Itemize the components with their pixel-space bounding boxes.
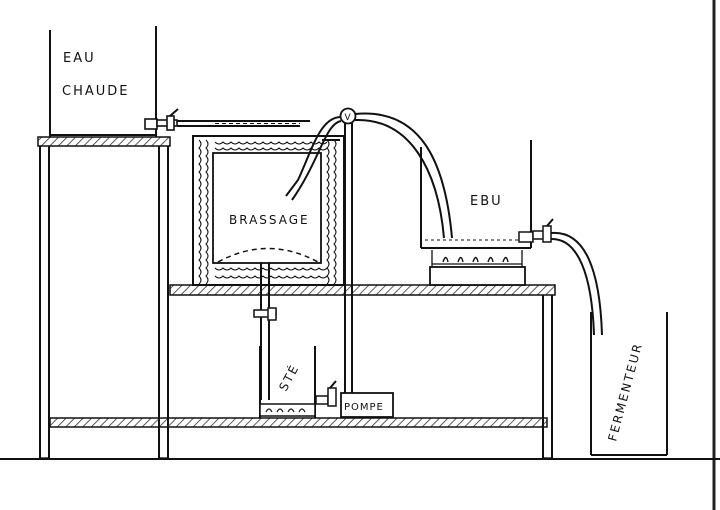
burner [429, 250, 526, 286]
lower-table-shelf [49, 417, 548, 428]
boil-kettle: EBU [420, 140, 532, 249]
valve-icon [339, 107, 357, 125]
upper-table-shelf [169, 284, 556, 296]
kettle-label: EBU [470, 194, 503, 209]
hot-water-tap [144, 108, 310, 131]
kettle-tap [518, 218, 603, 336]
fermenter-label: FERMENTEUR [605, 341, 645, 443]
mash-tun-label: BRASSAGE [229, 213, 310, 227]
hot-water-tank: EAU CHAUDE [49, 26, 157, 137]
mash-tun-insulation [198, 139, 337, 285]
hot-water-label-line2: CHAUDE [62, 84, 130, 99]
left-stand-top-shelf [37, 136, 171, 147]
pump: POMPE [315, 380, 394, 418]
recirculation-circuit: V [285, 107, 453, 393]
hot-water-label-line1: EAU [63, 51, 96, 66]
pump-label: POMPE [344, 402, 384, 413]
hot-water-stand [37, 136, 171, 459]
valve-label: V [345, 113, 352, 123]
sparge-label: STÉ [275, 361, 302, 393]
main-table [49, 284, 556, 459]
